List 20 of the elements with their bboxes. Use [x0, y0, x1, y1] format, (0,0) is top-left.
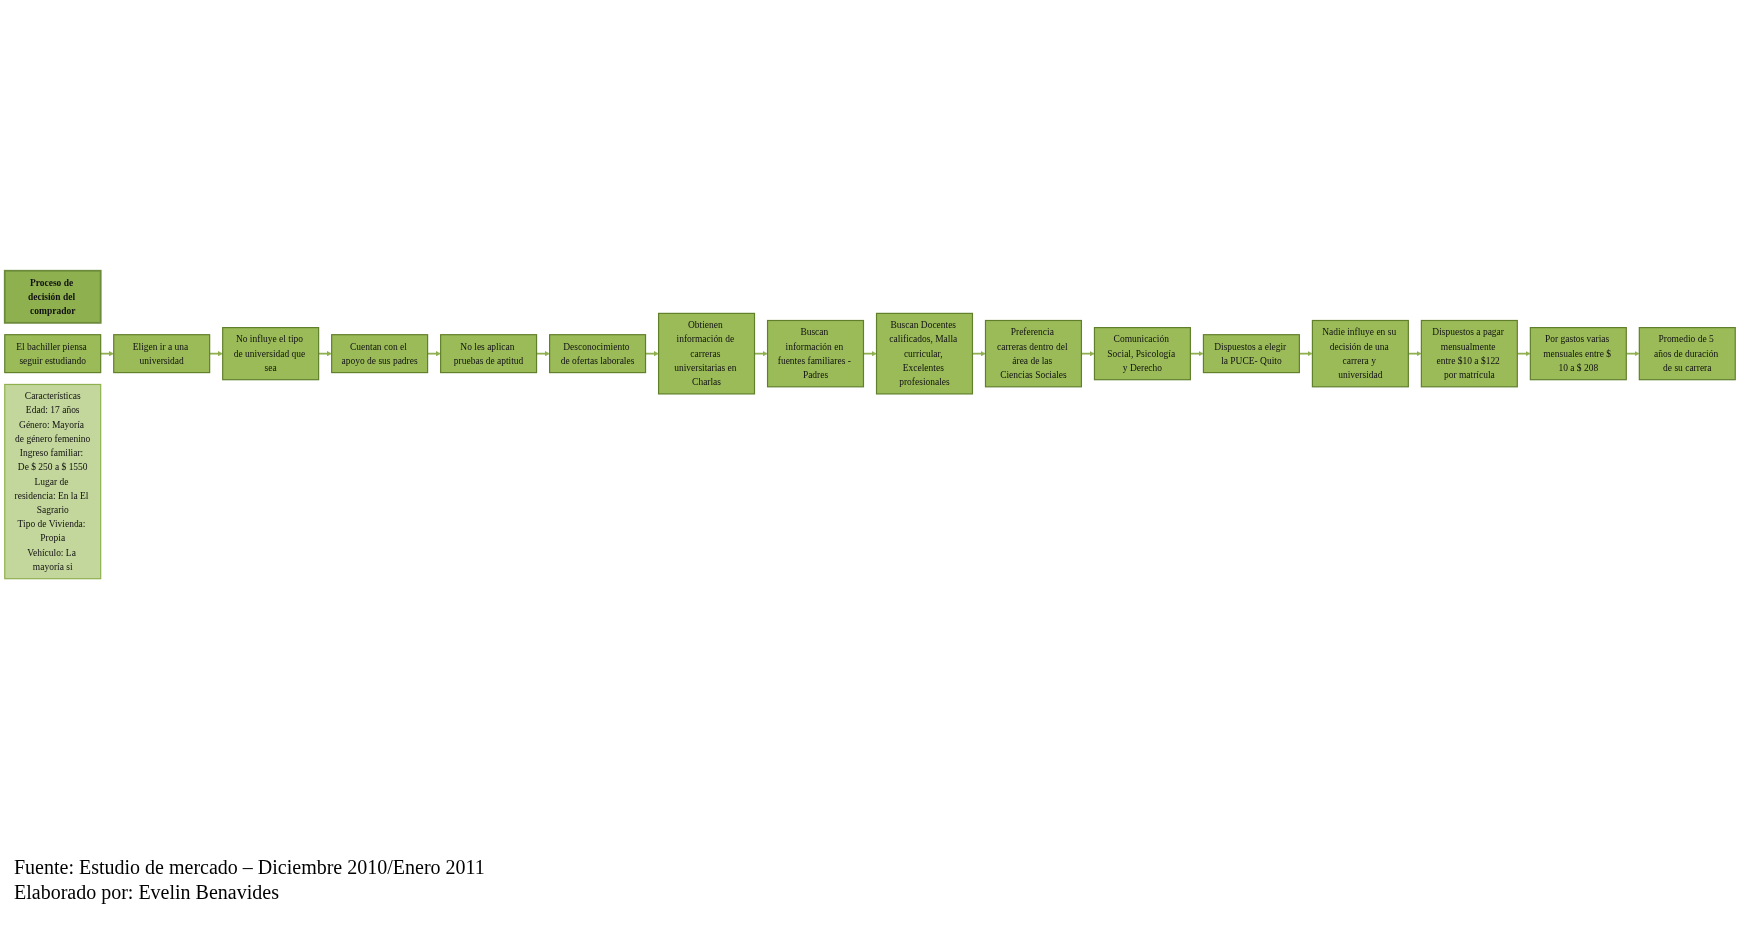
node-box: El bachiller piensa seguir estudiando	[4, 334, 102, 374]
node-box: Por gastos varias mensuales entre $ 10 a $ 208	[1529, 327, 1627, 381]
source-note: Fuente: Estudio de mercado – Diciembre 2010/Enero 2011	[14, 856, 486, 879]
source-note: Elaborado por: Evelin Benavides	[14, 881, 280, 904]
node-box: Características Edad: 17 años Género: Mayoría de género femenino Ingreso familiar: De $ 250 a $ 1550 Lugar de residencia: En la El Sagrario Tipo de Vivienda: Propia Vehículo: La mayoría si	[4, 384, 102, 580]
node-box: Promedio de 5 años de duración de su carrera	[1638, 327, 1736, 381]
node-box: Obtienen información de carreras universitarias en Charlas	[658, 313, 756, 395]
node-box: Eligen ir a una universidad	[113, 334, 211, 374]
node-box: Dispuestos a elegir la PUCE- Quito	[1202, 334, 1300, 374]
node-box: Preferencia carreras dentro del área de las Ciencias Sociales	[984, 320, 1082, 388]
node-box: Desconocimiento de ofertas laborales	[549, 334, 647, 374]
node-box: Dispuestos a pagar mensualmente entre $10 a $122 por matrícula	[1420, 320, 1518, 388]
node-box: Cuentan con el apoyo de sus padres	[331, 334, 429, 374]
node-box: Proceso de decisión del comprador	[3, 270, 102, 325]
node-box: No influye el tipo de universidad que sea	[222, 327, 320, 381]
node-box: No les aplican pruebas de aptitud	[440, 334, 538, 374]
node-box: Comunicación Social, Psicología y Derecho	[1093, 327, 1191, 381]
node-box: Buscan Docentes calificados, Malla curricular, Excelentes profesionales	[875, 313, 974, 395]
node-box: Nadie influye en su decisión de una carrera y universidad	[1311, 320, 1409, 388]
node-box: Buscan información en fuentes familiares - Padres	[766, 320, 865, 388]
